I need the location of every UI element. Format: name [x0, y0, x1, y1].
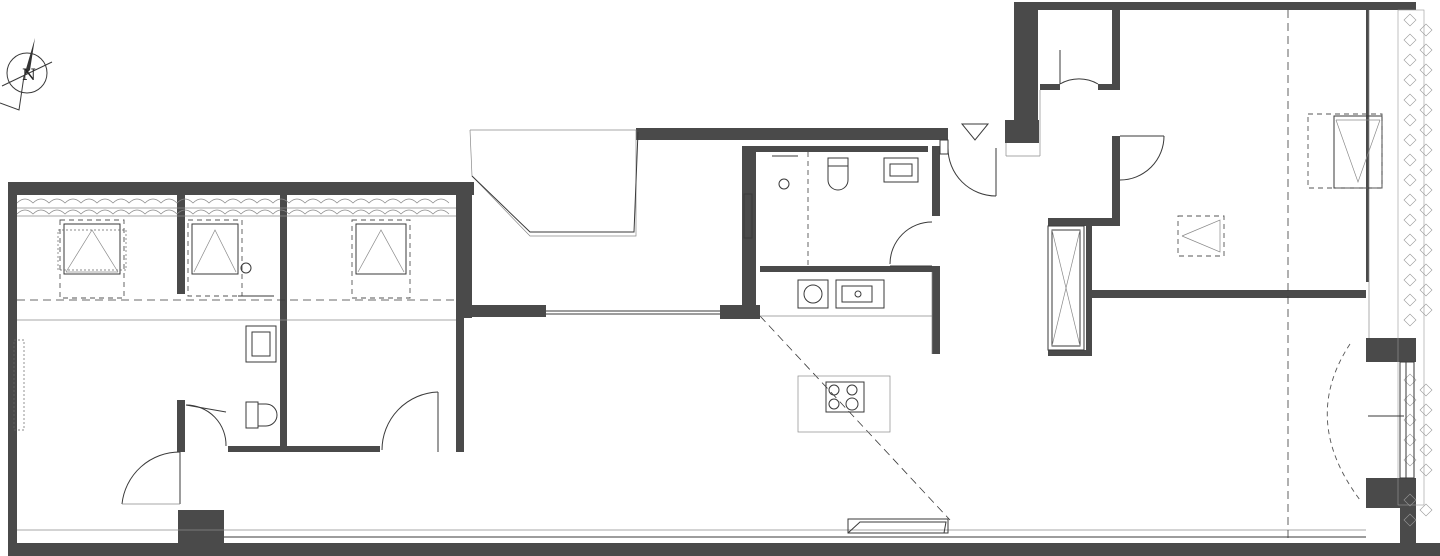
door-hall: [1059, 50, 1099, 85]
compass-north-label: N: [22, 65, 36, 84]
skylight-icon: [57, 219, 127, 299]
door-balcony: [1326, 343, 1415, 501]
entrance-triangle-icon: [960, 123, 990, 141]
washbasin-icon: [245, 325, 277, 363]
interior-walls: [177, 10, 1366, 543]
built-in-wardrobe: [1047, 225, 1085, 351]
terrace-paving: [16, 9, 1433, 527]
bathroom-fixtures: [238, 152, 919, 429]
shower-icon: [772, 152, 809, 266]
skylight-icon: [351, 219, 411, 299]
skylights: [57, 113, 1383, 299]
washbasin-icon: [883, 157, 919, 183]
washing-machine-icon: [797, 279, 829, 309]
door-bedroom: [1119, 135, 1165, 181]
toilet-icon: [245, 401, 278, 429]
skylight-icon: [1307, 113, 1383, 189]
compass-needle: [24, 38, 35, 76]
compass-axis: [1, 61, 53, 87]
skylight-icon: [187, 219, 243, 297]
kitchen-sink-icon: [835, 279, 885, 309]
exterior-walls: [8, 2, 1440, 556]
toilet-icon: [827, 157, 849, 191]
door-room-b: [381, 391, 439, 452]
door-room-a: [185, 404, 227, 447]
door-bathroom: [889, 221, 933, 267]
glazing-and-thin-lines: [17, 10, 1370, 538]
door-entrance: [121, 451, 181, 505]
compass-ring: [6, 52, 48, 94]
north-arrow-icon: N: [0, 38, 53, 111]
doors: [121, 50, 1415, 505]
skylight-icon: [1177, 215, 1225, 257]
shower-icon: [238, 262, 274, 297]
kitchen-layout: [759, 272, 951, 521]
window-details: [13, 10, 1289, 543]
cooktop-icon: [825, 381, 865, 413]
door-main: [939, 139, 997, 197]
compass-tail: [0, 75, 25, 111]
